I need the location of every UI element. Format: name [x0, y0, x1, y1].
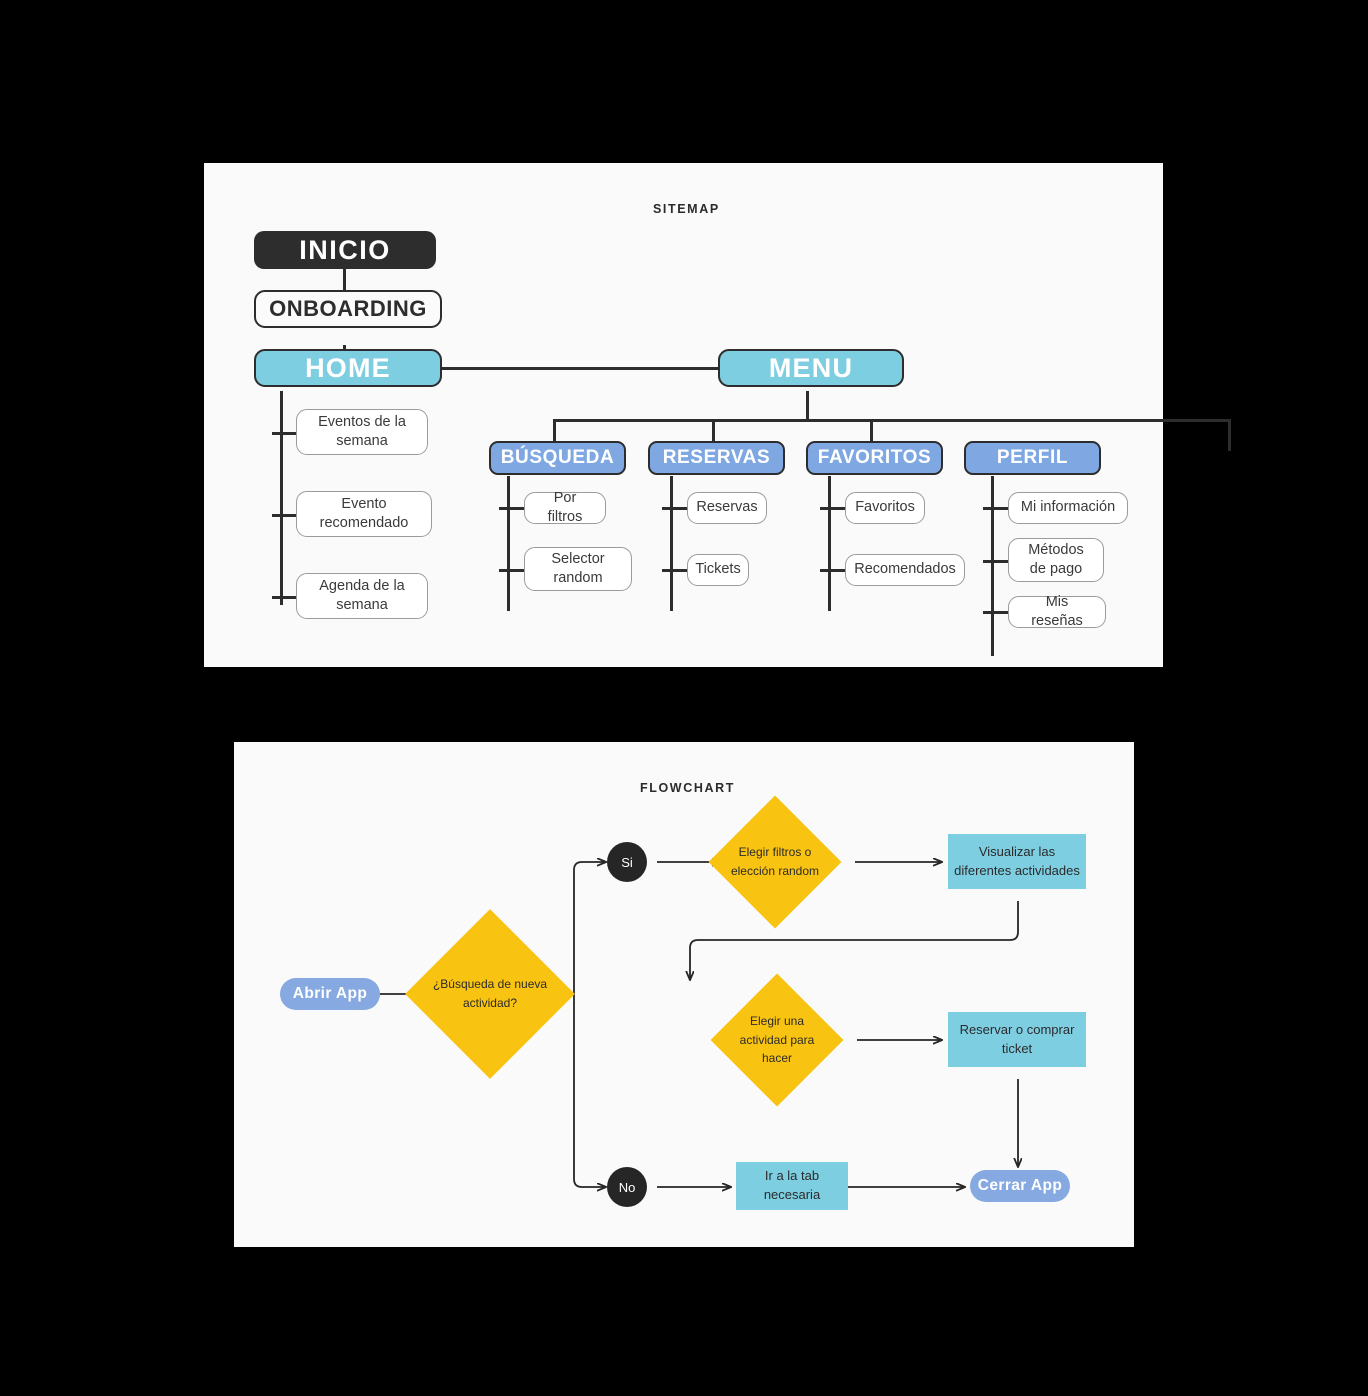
leaf-tickets[interactable]: Tickets	[687, 554, 749, 586]
flow-node-elegir-actividad-label: Elegir una actividad para hacer	[739, 1014, 815, 1066]
flow-node-elegir-actividad[interactable]: Elegir una actividad para hacer	[710, 973, 844, 1107]
connector-menu-bus	[553, 419, 1230, 422]
leaf-mis-resenas[interactable]: Mis reseñas	[1008, 594, 1106, 629]
leaf-metodos-de-pago[interactable]: Métodos de pago	[1008, 538, 1104, 582]
connector-perfil-child-3	[983, 611, 1013, 614]
connector-busqueda-child-1	[499, 507, 529, 510]
flow-node-no[interactable]: No	[607, 1167, 647, 1207]
connector-perfil-child-2	[983, 560, 1013, 563]
connector-home-child-2	[272, 514, 302, 517]
connector-favoritos-child-2	[820, 569, 850, 572]
node-busqueda[interactable]: BÚSQUEDA	[489, 441, 626, 475]
connector-home-menu	[440, 367, 718, 370]
node-home[interactable]: HOME	[254, 349, 442, 387]
connector-favoritos-spine	[828, 476, 831, 611]
flowchart-title: FLOWCHART	[640, 781, 735, 795]
flowchart-panel: FLOWCHART	[234, 742, 1134, 1247]
node-reservas[interactable]: RESERVAS	[648, 441, 785, 475]
connector-menu-drop-perfil	[1228, 419, 1231, 451]
flow-node-abrir-app[interactable]: Abrir App	[280, 978, 380, 1010]
connector-inicio-onboarding	[343, 267, 346, 291]
flow-node-yes[interactable]: Si	[607, 842, 647, 882]
connector-menu-drop-reservas	[712, 419, 715, 451]
connector-menu-down	[806, 391, 809, 421]
connector-menu-drop-busqueda	[553, 419, 556, 451]
leaf-por-filtros[interactable]: Por filtros	[524, 490, 606, 525]
leaf-eventos-de-la-semana[interactable]: Eventos de la semana	[296, 409, 428, 455]
flow-node-cerrar-app[interactable]: Cerrar App	[970, 1170, 1070, 1202]
leaf-favoritos[interactable]: Favoritos	[845, 492, 925, 524]
flowchart-connectors	[379, 742, 1134, 1247]
node-perfil[interactable]: PERFIL	[964, 441, 1101, 475]
connector-menu-drop-favoritos	[870, 419, 873, 451]
node-onboarding[interactable]: ONBOARDING	[254, 290, 442, 328]
connector-home-spine	[280, 391, 283, 605]
sitemap-panel: SITEMAP INICIO ONBOARDING HOME MENU Even…	[204, 163, 1231, 667]
connector-reservas-child-1	[662, 507, 692, 510]
leaf-reservas[interactable]: Reservas	[687, 492, 767, 524]
connector-reservas-child-2	[662, 569, 692, 572]
connector-perfil-child-1	[983, 507, 1013, 510]
flow-node-decision-busqueda[interactable]: ¿Búsqueda de nueva actividad?	[405, 909, 575, 1079]
leaf-selector-random[interactable]: Selector random	[524, 547, 632, 591]
node-favoritos[interactable]: FAVORITOS	[806, 441, 943, 475]
sitemap-title: SITEMAP	[653, 202, 720, 216]
connector-favoritos-child-1	[820, 507, 850, 510]
flow-node-decision-busqueda-label: ¿Búsqueda de nueva actividad?	[432, 977, 548, 1010]
connector-busqueda-spine	[507, 476, 510, 611]
flow-node-ir-a-la-tab[interactable]: Ir a la tab necesaria	[736, 1162, 848, 1210]
connector-busqueda-child-2	[499, 569, 529, 572]
node-menu[interactable]: MENU	[718, 349, 904, 387]
leaf-evento-recomendado[interactable]: Evento recomendado	[296, 491, 432, 537]
leaf-agenda-de-la-semana[interactable]: Agenda de la semana	[296, 573, 428, 619]
flow-node-elegir-filtros[interactable]: Elegir filtros o elección random	[708, 795, 842, 929]
connector-perfil-spine	[991, 476, 994, 656]
connector-home-child-1	[272, 432, 302, 435]
leaf-recomendados[interactable]: Recomendados	[845, 554, 965, 586]
node-inicio[interactable]: INICIO	[254, 231, 436, 269]
connector-home-child-3	[272, 596, 302, 599]
leaf-mi-informacion[interactable]: Mi información	[1008, 492, 1128, 524]
flow-node-visualizar-actividades[interactable]: Visualizar las diferentes actividades	[948, 834, 1086, 889]
flow-node-elegir-filtros-label: Elegir filtros o elección random	[730, 845, 820, 878]
connector-reservas-spine	[670, 476, 673, 611]
flow-node-reservar-ticket[interactable]: Reservar o comprar ticket	[948, 1012, 1086, 1067]
